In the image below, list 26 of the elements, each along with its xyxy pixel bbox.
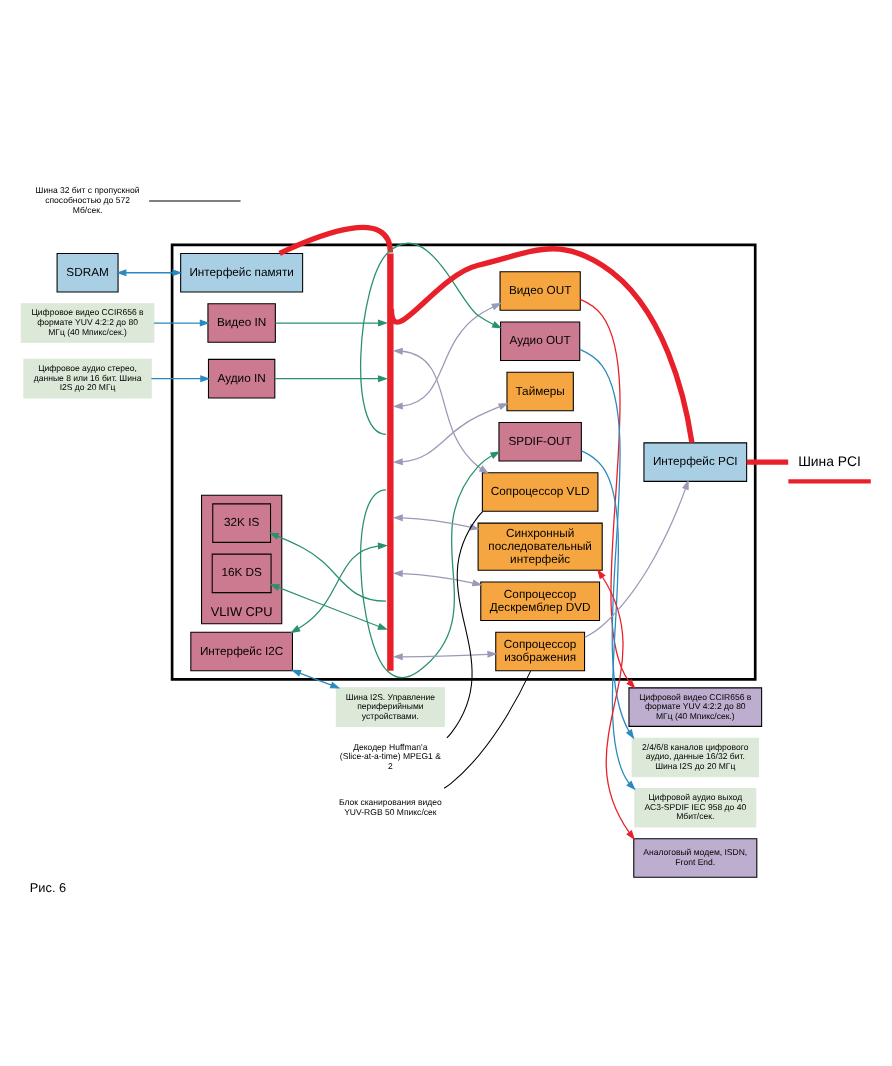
arrow — [392, 402, 509, 466]
connector — [746, 459, 789, 465]
arrow — [579, 348, 635, 740]
arrow — [150, 375, 211, 383]
arrow — [597, 569, 635, 841]
arrow — [392, 302, 502, 410]
arrow — [269, 583, 388, 630]
arrow — [268, 532, 387, 602]
arrow — [153, 319, 210, 327]
arrow — [274, 319, 388, 327]
arrow — [579, 298, 636, 689]
arrow — [360, 451, 501, 679]
arrow — [392, 650, 498, 661]
arrow — [581, 450, 636, 791]
arrow — [392, 570, 483, 587]
arrow — [290, 669, 341, 689]
arrow — [584, 479, 689, 639]
arrow — [392, 347, 489, 474]
arrow — [274, 375, 388, 383]
connector — [443, 670, 532, 789]
arrow — [290, 542, 388, 634]
arrow — [116, 269, 183, 277]
arrow — [360, 242, 503, 435]
node-bar — [387, 253, 394, 671]
connector — [278, 224, 393, 256]
connector — [388, 246, 695, 443]
